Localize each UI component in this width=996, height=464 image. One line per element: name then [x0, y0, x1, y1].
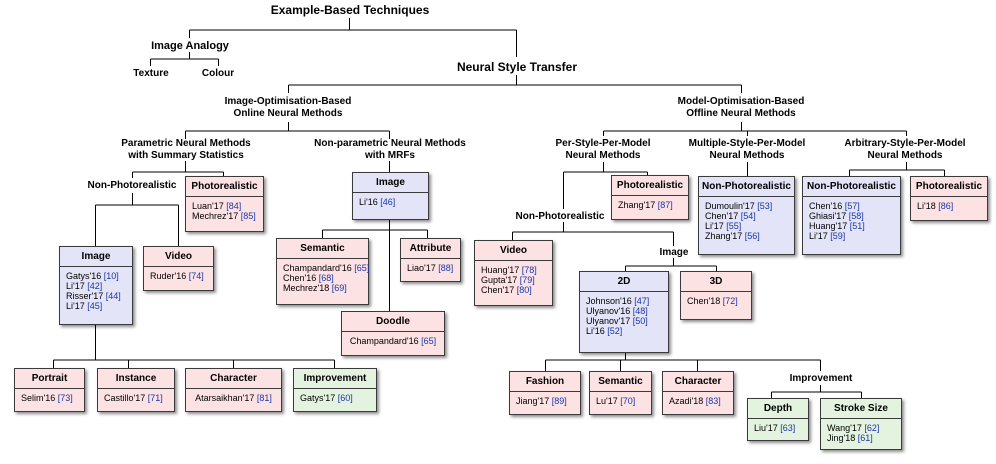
- photorealistic-parametric-box: Photorealistic Luan'17 [84] Mechrez'17 […: [185, 176, 264, 232]
- portrait-box: Portrait Selim'16 [73]: [14, 368, 85, 412]
- photorealistic-aspm-box: Photorealistic Li'18 [86]: [910, 176, 988, 221]
- root-label: Example-Based Techniques: [270, 3, 430, 17]
- semantic-mrf-box: Semantic Champandard'16 [65] Chen'16 [68…: [276, 238, 369, 305]
- semantic-right-box: Semantic Lu'17 [70]: [589, 371, 652, 415]
- character-right-box: Character Azadi'18 [83]: [662, 371, 734, 415]
- image-mrf-box: Image Li'16 [46]: [352, 172, 429, 220]
- texture-label: Texture: [133, 68, 169, 79]
- attribute-mrf-box: Attribute Liao'17 [88]: [400, 238, 461, 282]
- image-left-box: Image Gatys'16 [10] Li'17 [42] Risser'17…: [59, 246, 133, 325]
- improvement-right-label: Improvement: [789, 373, 853, 384]
- character-left-box: Character Atarsaikhan'17 [81]: [185, 368, 282, 412]
- nonphoto-mspm-box: Non-Photorealistic Dumoulin'17 [53] Chen…: [698, 176, 795, 255]
- image-pspm-label: Image: [659, 247, 689, 258]
- video-left-box: Video Ruder'16 [74]: [143, 246, 214, 291]
- instance-box: Instance Castillo'17 [71]: [97, 368, 175, 412]
- doodle-mrf-box: Doodle Champandard'16 [65]: [341, 311, 445, 356]
- depth-box: Depth Liu'17 [63]: [747, 398, 809, 441]
- nst-label: Neural Style Transfer: [456, 60, 578, 74]
- 2d-box: 2D Johnson'16 [47] Ulyanov'16 [48] Ulyan…: [579, 271, 669, 353]
- photorealistic-pspm-box: Photorealistic Zhang'17 [87]: [611, 175, 689, 220]
- improvement-left-box: Improvement Gatys'17 [60]: [293, 368, 377, 412]
- 3d-box: 3D Chen'18 [72]: [680, 271, 752, 320]
- colour-label: Colour: [201, 68, 235, 79]
- nonphoto-left-label: Non-Photorealistic: [87, 180, 177, 191]
- video-right-box: Video Huang'17 [78] Gupta'17 [79] Chen'1…: [474, 240, 553, 306]
- stroke-size-box: Stroke Size Wang'17 [62] Jing'18 [61]: [820, 398, 902, 450]
- nonphoto-pspm-label: Non-Photorealistic: [515, 211, 605, 222]
- nonphoto-aspm-box: Non-Photorealistic Chen'16 [57] Ghiasi'1…: [802, 176, 901, 255]
- fashion-box: Fashion Jiang'17 [89]: [509, 371, 581, 415]
- image-analogy-label: Image Analogy: [151, 40, 229, 52]
